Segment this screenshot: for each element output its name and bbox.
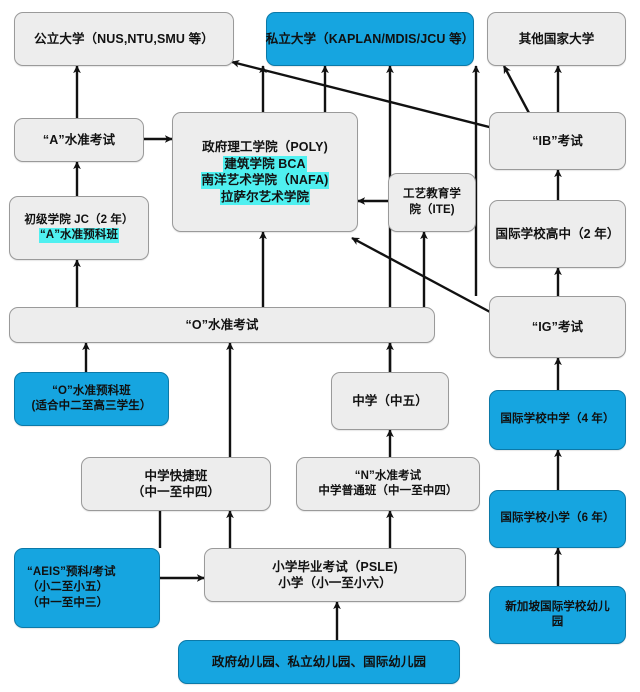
public-university-label: 公立大学（NUS,NTU,SMU 等） bbox=[34, 31, 214, 46]
secondary-express-label-line1: 中学快捷班 bbox=[144, 468, 208, 483]
psle-label-line2: 小学（小一至小六） bbox=[278, 576, 392, 590]
node-international-secondary[interactable]: 国际学校中学（4 年） bbox=[489, 390, 626, 450]
node-a-level-exam[interactable]: “A”水准考试 bbox=[14, 118, 144, 162]
secondary-sec5-label: 中学（中五） bbox=[352, 393, 428, 408]
ite-label-line2: 院（ITE) bbox=[409, 203, 455, 216]
other-country-university-label: 其他国家大学 bbox=[518, 31, 595, 46]
node-secondary-sec5[interactable]: 中学（中五） bbox=[331, 372, 449, 430]
node-international-high-school[interactable]: 国际学校高中（2 年） bbox=[489, 200, 626, 268]
junior-college-prep-label: “A”水准预科班 bbox=[38, 228, 120, 244]
node-secondary-express[interactable]: 中学快捷班 （中一至中四） bbox=[81, 457, 271, 511]
node-ib-exam[interactable]: “IB”考试 bbox=[489, 112, 626, 170]
international-kindergarten-label-line1: 新加坡国际学校幼儿 bbox=[505, 600, 610, 613]
node-psle-primary[interactable]: 小学毕业考试（PSLE) 小学（小一至小六） bbox=[204, 548, 466, 602]
a-level-exam-label: “A”水准考试 bbox=[42, 132, 116, 147]
aeis-label-line2: （小二至小五） bbox=[27, 581, 109, 594]
node-o-level-exam[interactable]: “O”水准考试 bbox=[9, 307, 435, 343]
o-level-prep-label-line2: (适合中二至高三学生） bbox=[31, 400, 152, 412]
polytechnic-lasalle-label: 拉萨尔艺术学院 bbox=[219, 188, 311, 205]
node-junior-college[interactable]: 初级学院 JC（2 年） “A”水准预科班 bbox=[9, 196, 149, 260]
ig-exam-label: “IG”考试 bbox=[531, 319, 584, 334]
o-level-prep-label-line1: “O”水准预科班 bbox=[52, 384, 131, 397]
psle-label-line1: 小学毕业考试（PSLE) bbox=[272, 559, 398, 574]
polytechnic-nafa-label: 南洋艺术学院（NAFA) bbox=[200, 172, 330, 189]
international-high-school-label: 国际学校高中（2 年） bbox=[495, 226, 620, 241]
aeis-label-line3: （中一至中三） bbox=[27, 596, 109, 609]
junior-college-main-label: 初级学院 JC（2 年） bbox=[24, 213, 134, 226]
private-university-label: 私立大学（KAPLAN/MDIS/JCU 等） bbox=[265, 31, 475, 46]
ite-label-line1: 工艺教育学 bbox=[403, 188, 461, 201]
node-ite[interactable]: 工艺教育学 院（ITE) bbox=[388, 173, 476, 232]
node-other-country-university[interactable]: 其他国家大学 bbox=[487, 12, 626, 66]
node-international-kindergarten[interactable]: 新加坡国际学校幼儿 园 bbox=[489, 586, 626, 644]
node-kindergartens[interactable]: 政府幼儿园、私立幼儿园、国际幼儿园 bbox=[178, 640, 460, 684]
node-n-level-exam[interactable]: “N”水准考试 中学普通班（中一至中四） bbox=[296, 457, 480, 511]
secondary-express-label-line2: （中一至中四） bbox=[131, 485, 221, 499]
node-ig-exam[interactable]: “IG”考试 bbox=[489, 296, 626, 358]
aeis-label-line1: “AEIS”预科/考试 bbox=[27, 566, 116, 579]
node-polytechnic[interactable]: 政府理工学院（POLY) 建筑学院 BCA 南洋艺术学院（NAFA) 拉萨尔艺术… bbox=[172, 112, 358, 232]
node-international-primary[interactable]: 国际学校小学（6 年） bbox=[489, 490, 626, 548]
n-level-label-line2: 中学普通班（中一至中四） bbox=[318, 485, 458, 497]
n-level-label-line1: “N”水准考试 bbox=[354, 469, 422, 482]
node-private-university[interactable]: 私立大学（KAPLAN/MDIS/JCU 等） bbox=[266, 12, 474, 66]
polytechnic-main-label: 政府理工学院（POLY) bbox=[202, 140, 328, 154]
international-secondary-label: 国际学校中学（4 年） bbox=[500, 413, 615, 426]
international-primary-label: 国际学校小学（6 年） bbox=[500, 512, 615, 525]
node-o-level-prep[interactable]: “O”水准预科班 (适合中二至高三学生） bbox=[14, 372, 169, 426]
node-aeis[interactable]: “AEIS”预科/考试 （小二至小五） （中一至中三） bbox=[14, 548, 160, 628]
arrow-ib-to-private-university bbox=[502, 65, 531, 114]
node-public-university[interactable]: 公立大学（NUS,NTU,SMU 等） bbox=[14, 12, 234, 66]
polytechnic-bca-label: 建筑学院 BCA bbox=[223, 155, 307, 172]
ib-exam-label: “IB”考试 bbox=[532, 133, 583, 148]
international-kindergarten-label-line2: 园 bbox=[551, 616, 564, 628]
kindergartens-label: 政府幼儿园、私立幼儿园、国际幼儿园 bbox=[211, 654, 427, 669]
o-level-exam-label: “O”水准考试 bbox=[185, 317, 259, 332]
